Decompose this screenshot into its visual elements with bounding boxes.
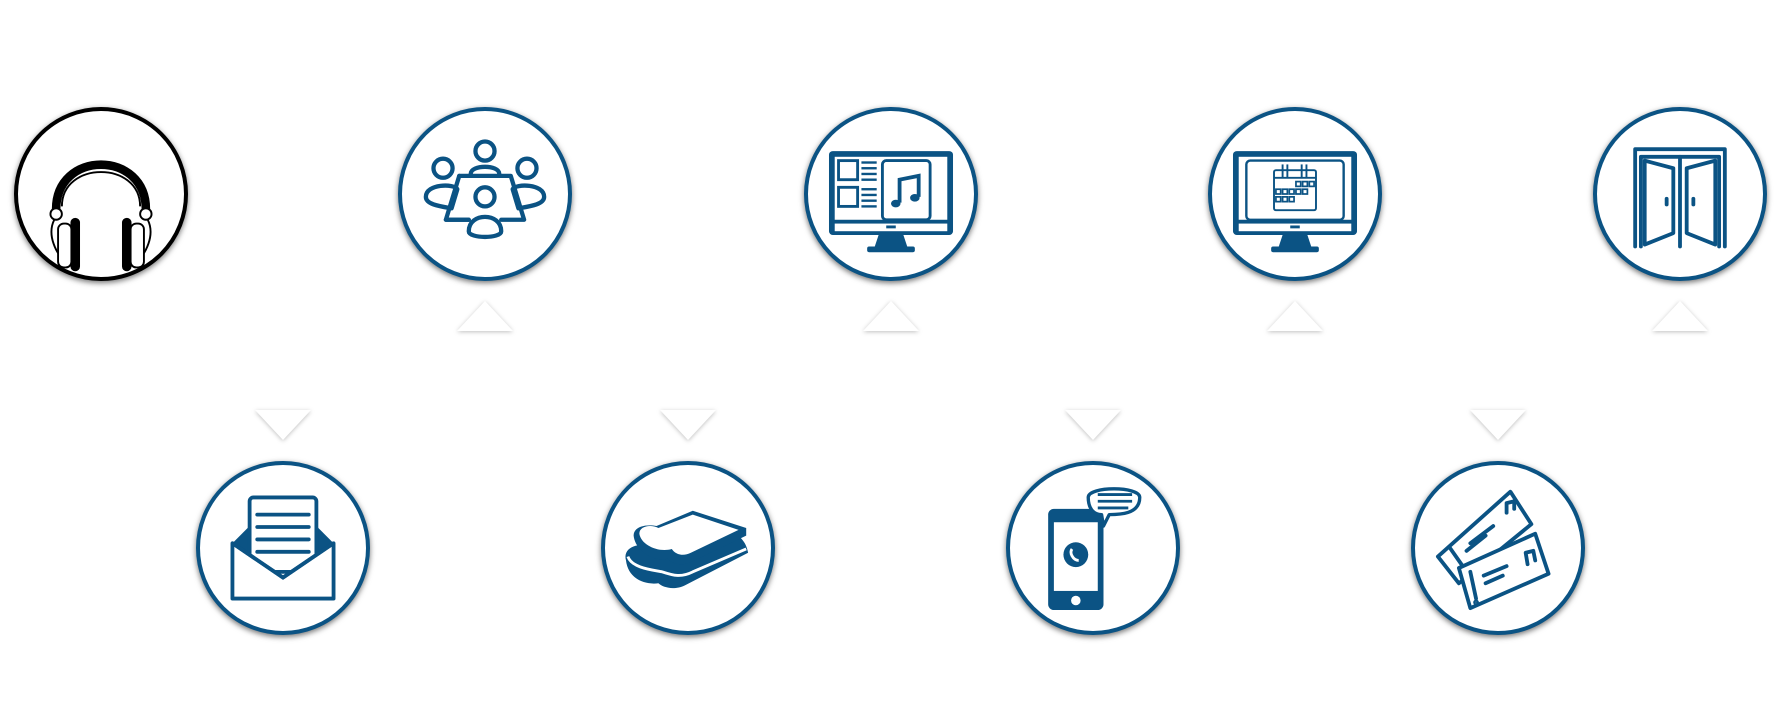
down-arrow-connector [1470, 410, 1526, 440]
node-monitor-calendar [1208, 107, 1382, 281]
up-arrow-connector [863, 301, 919, 331]
node-tickets [1411, 461, 1585, 635]
music-tickets-icon [1435, 489, 1551, 611]
open-envelope-icon [230, 495, 336, 601]
meeting-table-icon [423, 139, 547, 240]
node-sandwich [601, 461, 775, 635]
up-arrow-connector [1652, 301, 1708, 331]
node-monitor-music [804, 107, 978, 281]
sandwich-icon [625, 510, 749, 589]
up-arrow-connector [457, 301, 513, 331]
node-headphones [14, 107, 188, 281]
node-double-door [1593, 107, 1767, 281]
node-phone-chat [1006, 461, 1180, 635]
node-envelope [196, 461, 370, 635]
monitor-music-icon [828, 151, 954, 253]
double-door-icon [1633, 147, 1727, 249]
down-arrow-connector [1065, 410, 1121, 440]
phone-chat-icon [1048, 487, 1142, 611]
up-arrow-connector [1267, 301, 1323, 331]
headphones-icon [49, 160, 153, 272]
node-meeting [398, 107, 572, 281]
monitor-calendar-icon [1232, 151, 1358, 253]
down-arrow-connector [255, 410, 311, 440]
down-arrow-connector [660, 410, 716, 440]
